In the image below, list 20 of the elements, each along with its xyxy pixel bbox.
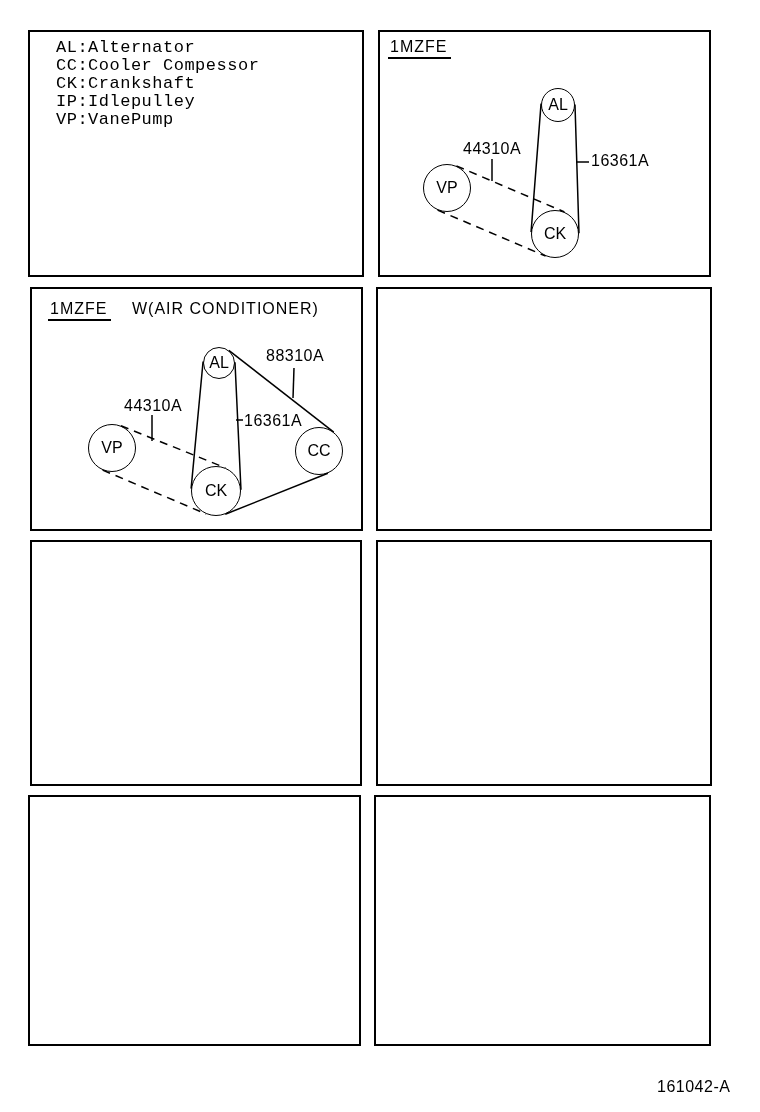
legend-entry: CK:Crankshaft: [56, 75, 196, 93]
empty-panel: [374, 795, 711, 1046]
empty-panel: [30, 540, 362, 786]
drive-belt: [436, 165, 566, 257]
empty-panel: [376, 540, 712, 786]
empty-panel: [28, 795, 361, 1046]
legend-entry: IP:Idlepulley: [56, 93, 196, 111]
empty-panel: [376, 287, 712, 531]
drive-belt: [530, 102, 580, 234]
pulley-circle: CK: [191, 466, 241, 516]
panel-heading: W(AIR CONDITIONER): [132, 300, 319, 318]
engine-code-heading: 1MZFE: [48, 300, 112, 321]
legend-entry: VP:VanePump: [56, 111, 174, 129]
legend-entry: CC:Cooler Compessor: [56, 57, 260, 75]
drive-belt: [224, 472, 329, 515]
drive-belt: [228, 349, 335, 433]
drive-belt: [190, 360, 242, 491]
diagram-panel: [28, 30, 364, 277]
engine-code-heading: 1MZFE: [388, 38, 452, 59]
legend-entry: AL:Alternator: [56, 39, 196, 57]
